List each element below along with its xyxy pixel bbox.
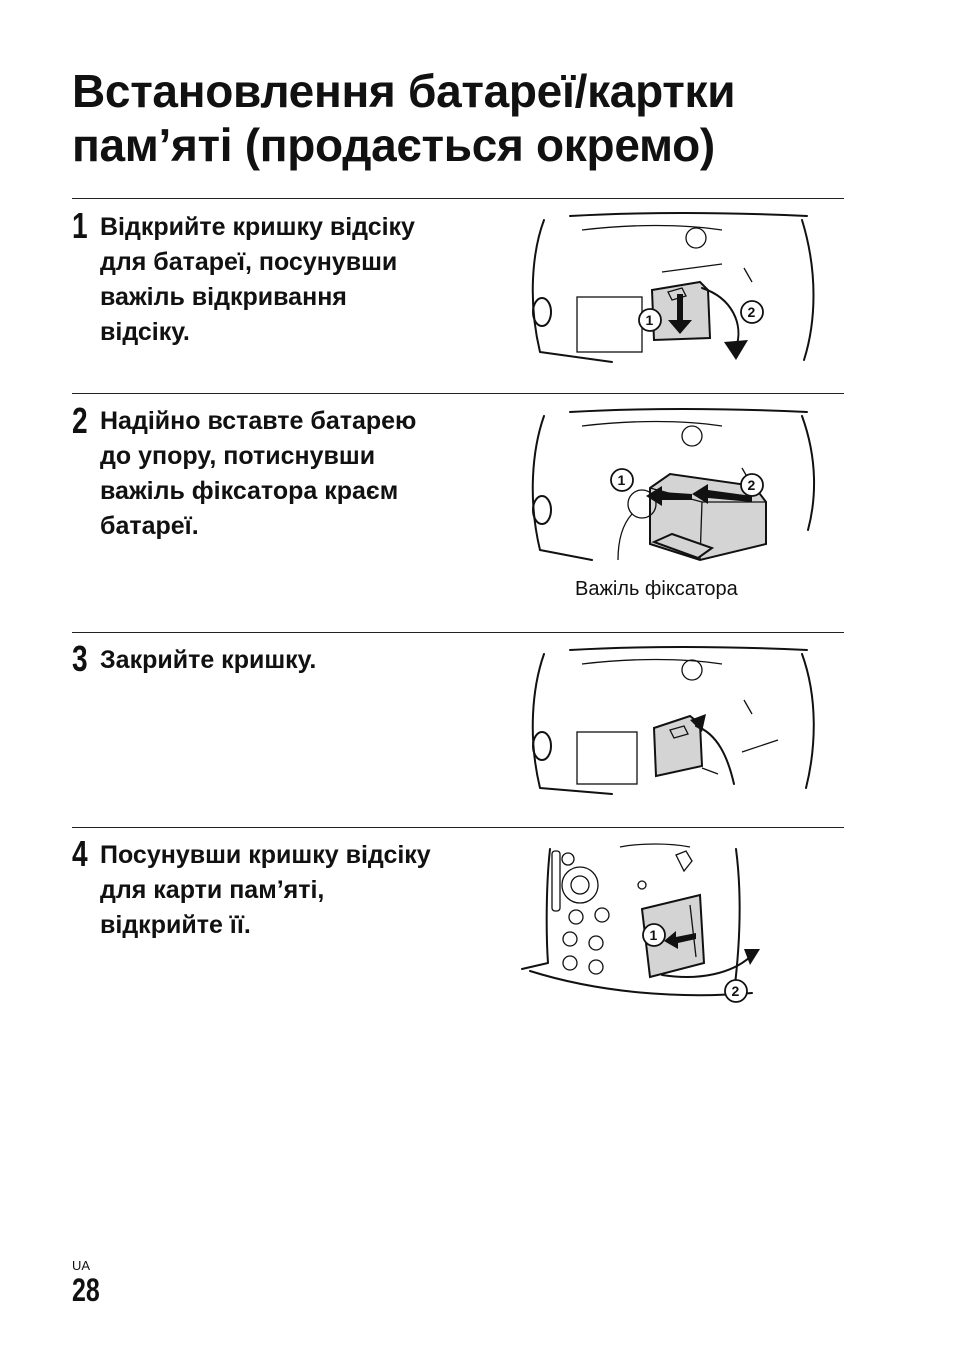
svg-text:1: 1 [646, 312, 654, 328]
step-number: 2 [72, 400, 88, 441]
page-title: Встановлення батареї/картки пам’яті (про… [72, 64, 872, 172]
step-instruction: Посунувши кришку відсіку для карти пам’я… [100, 841, 431, 939]
title-line-2: пам’яті (продається окремо) [72, 119, 715, 171]
battery-insert-illustration: 1 2 [531, 408, 816, 562]
section-divider [72, 393, 844, 394]
step-instruction: Відкрийте кришку відсіку для батареї, по… [100, 213, 415, 346]
battery-cover-open-illustration: 1 2 [531, 212, 815, 363]
title-line-1: Встановлення батареї/картки [72, 65, 736, 117]
svg-text:2: 2 [748, 477, 756, 493]
section-divider [72, 632, 844, 633]
step-number: 3 [72, 638, 88, 679]
step-instruction: Закрийте кришку. [100, 646, 317, 674]
svg-text:1: 1 [650, 927, 658, 943]
svg-text:1: 1 [618, 472, 626, 488]
language-code: UA [72, 1258, 91, 1273]
step-number: 4 [72, 833, 88, 874]
lock-lever-caption: Важіль фіксатора [575, 578, 738, 600]
section-divider [72, 198, 844, 199]
step-number: 1 [72, 205, 88, 246]
svg-text:2: 2 [732, 983, 740, 999]
svg-text:2: 2 [748, 304, 756, 320]
step-instruction: Надійно вставте батарею до упору, потисн… [100, 407, 417, 540]
page-number: 28 [72, 1272, 100, 1308]
section-divider [72, 827, 844, 828]
battery-cover-close-illustration [531, 646, 815, 795]
memory-card-cover-illustration: 1 2 [521, 843, 760, 1003]
